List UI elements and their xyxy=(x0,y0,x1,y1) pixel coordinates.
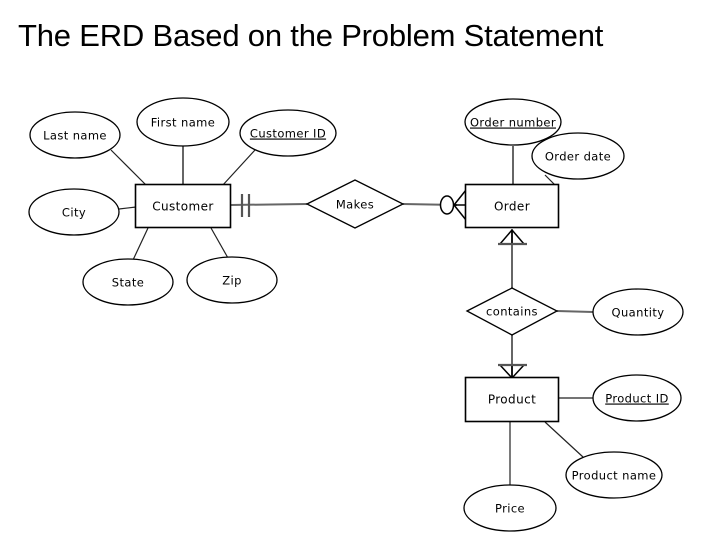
entity-customer-label: Customer xyxy=(152,200,214,214)
attribute-first-name-label: First name xyxy=(151,116,215,130)
attribute-state-label: State xyxy=(112,276,144,290)
attribute-product-id-label: Product ID xyxy=(605,392,669,406)
edge-customer-customer-id xyxy=(221,149,256,187)
attribute-last-name-label: Last name xyxy=(43,129,107,143)
edge-customer-state xyxy=(132,227,149,261)
edge-product-product-name xyxy=(544,421,584,458)
attribute-quantity[interactable]: Quantity xyxy=(592,288,684,336)
edge-contains-quantity xyxy=(556,310,594,313)
cardinality-order-contains xyxy=(498,229,527,246)
entity-product[interactable]: Product xyxy=(464,376,560,423)
attribute-city-label: City xyxy=(62,206,86,220)
relationship-makes[interactable]: Makes xyxy=(305,179,405,229)
entity-product-label: Product xyxy=(488,393,536,407)
entity-order[interactable]: Order xyxy=(464,183,560,229)
attribute-zip[interactable]: Zip xyxy=(186,256,278,304)
attribute-zip-label: Zip xyxy=(222,274,242,288)
relationship-contains-label: contains xyxy=(486,305,538,319)
edge-customer-last-name xyxy=(110,149,148,187)
edge-customer-city xyxy=(118,206,137,210)
attribute-last-name[interactable]: Last name xyxy=(29,111,121,159)
entity-order-label: Order xyxy=(494,200,530,214)
attribute-product-name-label: Product name xyxy=(572,469,657,483)
attribute-customer-id-label: Customer ID xyxy=(250,127,326,141)
page-title: The ERD Based on the Problem Statement xyxy=(18,18,604,53)
edge-customer-makes xyxy=(230,203,308,206)
attribute-customer-id[interactable]: Customer ID xyxy=(239,109,337,157)
relationship-makes-label: Makes xyxy=(336,198,374,212)
attribute-order-date-label: Order date xyxy=(545,150,611,164)
attribute-product-name[interactable]: Product name xyxy=(565,451,663,499)
attribute-first-name[interactable]: First name xyxy=(136,97,230,147)
attribute-city[interactable]: City xyxy=(28,188,120,236)
cardinality-contains-product xyxy=(498,363,527,379)
edge-customer-zip xyxy=(210,227,229,259)
cardinality-makes-order xyxy=(439,189,467,221)
attribute-order-date[interactable]: Order date xyxy=(531,132,625,180)
relationship-contains[interactable]: contains xyxy=(465,287,559,336)
cardinality-customer-makes xyxy=(240,194,251,217)
attribute-order-number-label: Order number xyxy=(470,116,556,130)
attribute-state[interactable]: State xyxy=(82,258,174,306)
attribute-product-id[interactable]: Product ID xyxy=(592,374,682,422)
attribute-order-number[interactable]: Order number xyxy=(464,98,562,146)
attribute-price-label: Price xyxy=(495,502,525,516)
attribute-quantity-label: Quantity xyxy=(612,306,665,320)
attribute-price[interactable]: Price xyxy=(463,484,557,532)
entity-customer[interactable]: Customer xyxy=(134,183,232,229)
